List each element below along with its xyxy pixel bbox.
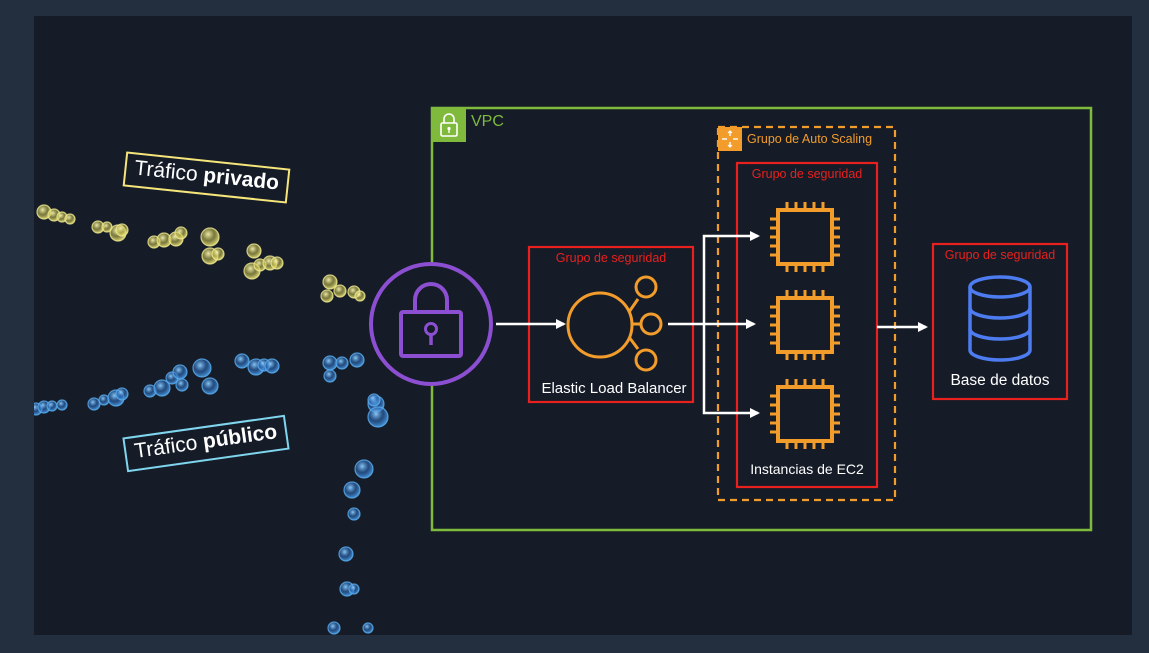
private-traffic-particle bbox=[174, 226, 188, 240]
db-label: Base de datos bbox=[950, 372, 1050, 389]
ec2-chip-icon bbox=[770, 379, 840, 449]
public-traffic-particle bbox=[172, 364, 188, 380]
ec2-security-group-label: Grupo de seguridad bbox=[751, 167, 863, 181]
arrows-elb-to-ec2 bbox=[668, 231, 760, 418]
public-traffic-particle bbox=[338, 546, 354, 562]
auto-scaling-label: Grupo de Auto Scaling bbox=[747, 132, 873, 146]
private-traffic-particle bbox=[270, 256, 284, 270]
public-traffic-particle bbox=[323, 369, 337, 383]
private-traffic-particle bbox=[333, 284, 347, 298]
public-traffic-particle bbox=[354, 459, 374, 479]
private-traffic-particle bbox=[115, 223, 129, 237]
public-traffic-particle bbox=[362, 622, 374, 634]
public-traffic-particle bbox=[264, 358, 280, 374]
public-traffic-particle bbox=[153, 379, 171, 397]
public-traffic-particle bbox=[349, 352, 365, 368]
diagram-canvas bbox=[34, 106, 1093, 635]
ec2-chip-icon bbox=[770, 202, 840, 272]
private-traffic-particle bbox=[354, 290, 366, 302]
auto-scaling-icon bbox=[718, 127, 742, 151]
vpc-lock-icon bbox=[432, 108, 466, 142]
private-traffic-particle bbox=[200, 227, 220, 247]
public-traffic-particle bbox=[322, 355, 338, 371]
public-traffic-particle bbox=[327, 621, 341, 635]
public-traffic-prefix: Tráfico bbox=[132, 430, 205, 463]
ec2-chip-icon bbox=[770, 290, 840, 360]
public-traffic-particle bbox=[46, 400, 58, 412]
public-traffic-particles bbox=[34, 352, 389, 635]
public-traffic-particle bbox=[367, 406, 389, 428]
db-security-group-label: Grupo de seguridad bbox=[944, 248, 1056, 262]
public-traffic-particle bbox=[98, 394, 110, 406]
public-traffic-particle bbox=[367, 393, 381, 407]
private-traffic-particle bbox=[246, 243, 262, 259]
load-balancer-icon bbox=[566, 275, 663, 372]
public-traffic-particle bbox=[234, 353, 250, 369]
vpc-label: VPC bbox=[471, 113, 504, 130]
private-traffic-particle bbox=[64, 213, 76, 225]
ec2-instances bbox=[770, 202, 840, 449]
public-traffic-particle bbox=[343, 481, 361, 499]
elb-label: Elastic Load Balancer bbox=[541, 380, 687, 397]
private-traffic-bold: privado bbox=[202, 163, 281, 195]
public-traffic-particle bbox=[87, 397, 101, 411]
ec2-label: Instancias de EC2 bbox=[750, 461, 864, 477]
public-traffic-particle bbox=[335, 356, 349, 370]
public-traffic-particle bbox=[348, 583, 360, 595]
public-traffic-particle bbox=[192, 358, 212, 378]
db-security-group-boundary bbox=[931, 242, 1069, 401]
public-traffic-particle bbox=[347, 507, 361, 521]
public-traffic-particle bbox=[56, 399, 68, 411]
architecture-diagram: Tráfico privado Tráfico público VPC Grup… bbox=[34, 16, 1132, 635]
private-traffic-particle bbox=[322, 274, 338, 290]
private-traffic-particles bbox=[36, 204, 366, 303]
public-traffic-particle bbox=[115, 387, 129, 401]
private-traffic-prefix: Tráfico bbox=[133, 156, 205, 187]
public-traffic-particle bbox=[201, 377, 219, 395]
public-traffic-particle bbox=[175, 378, 189, 392]
public-traffic-bold: público bbox=[201, 420, 279, 454]
private-traffic-particle bbox=[211, 247, 225, 261]
gateway-padlock-icon bbox=[369, 262, 493, 386]
auto-scaling-group-boundary bbox=[716, 125, 897, 502]
elb-security-group-label: Grupo de seguridad bbox=[555, 251, 667, 265]
private-traffic-particle bbox=[320, 289, 334, 303]
database-icon bbox=[968, 275, 1032, 362]
